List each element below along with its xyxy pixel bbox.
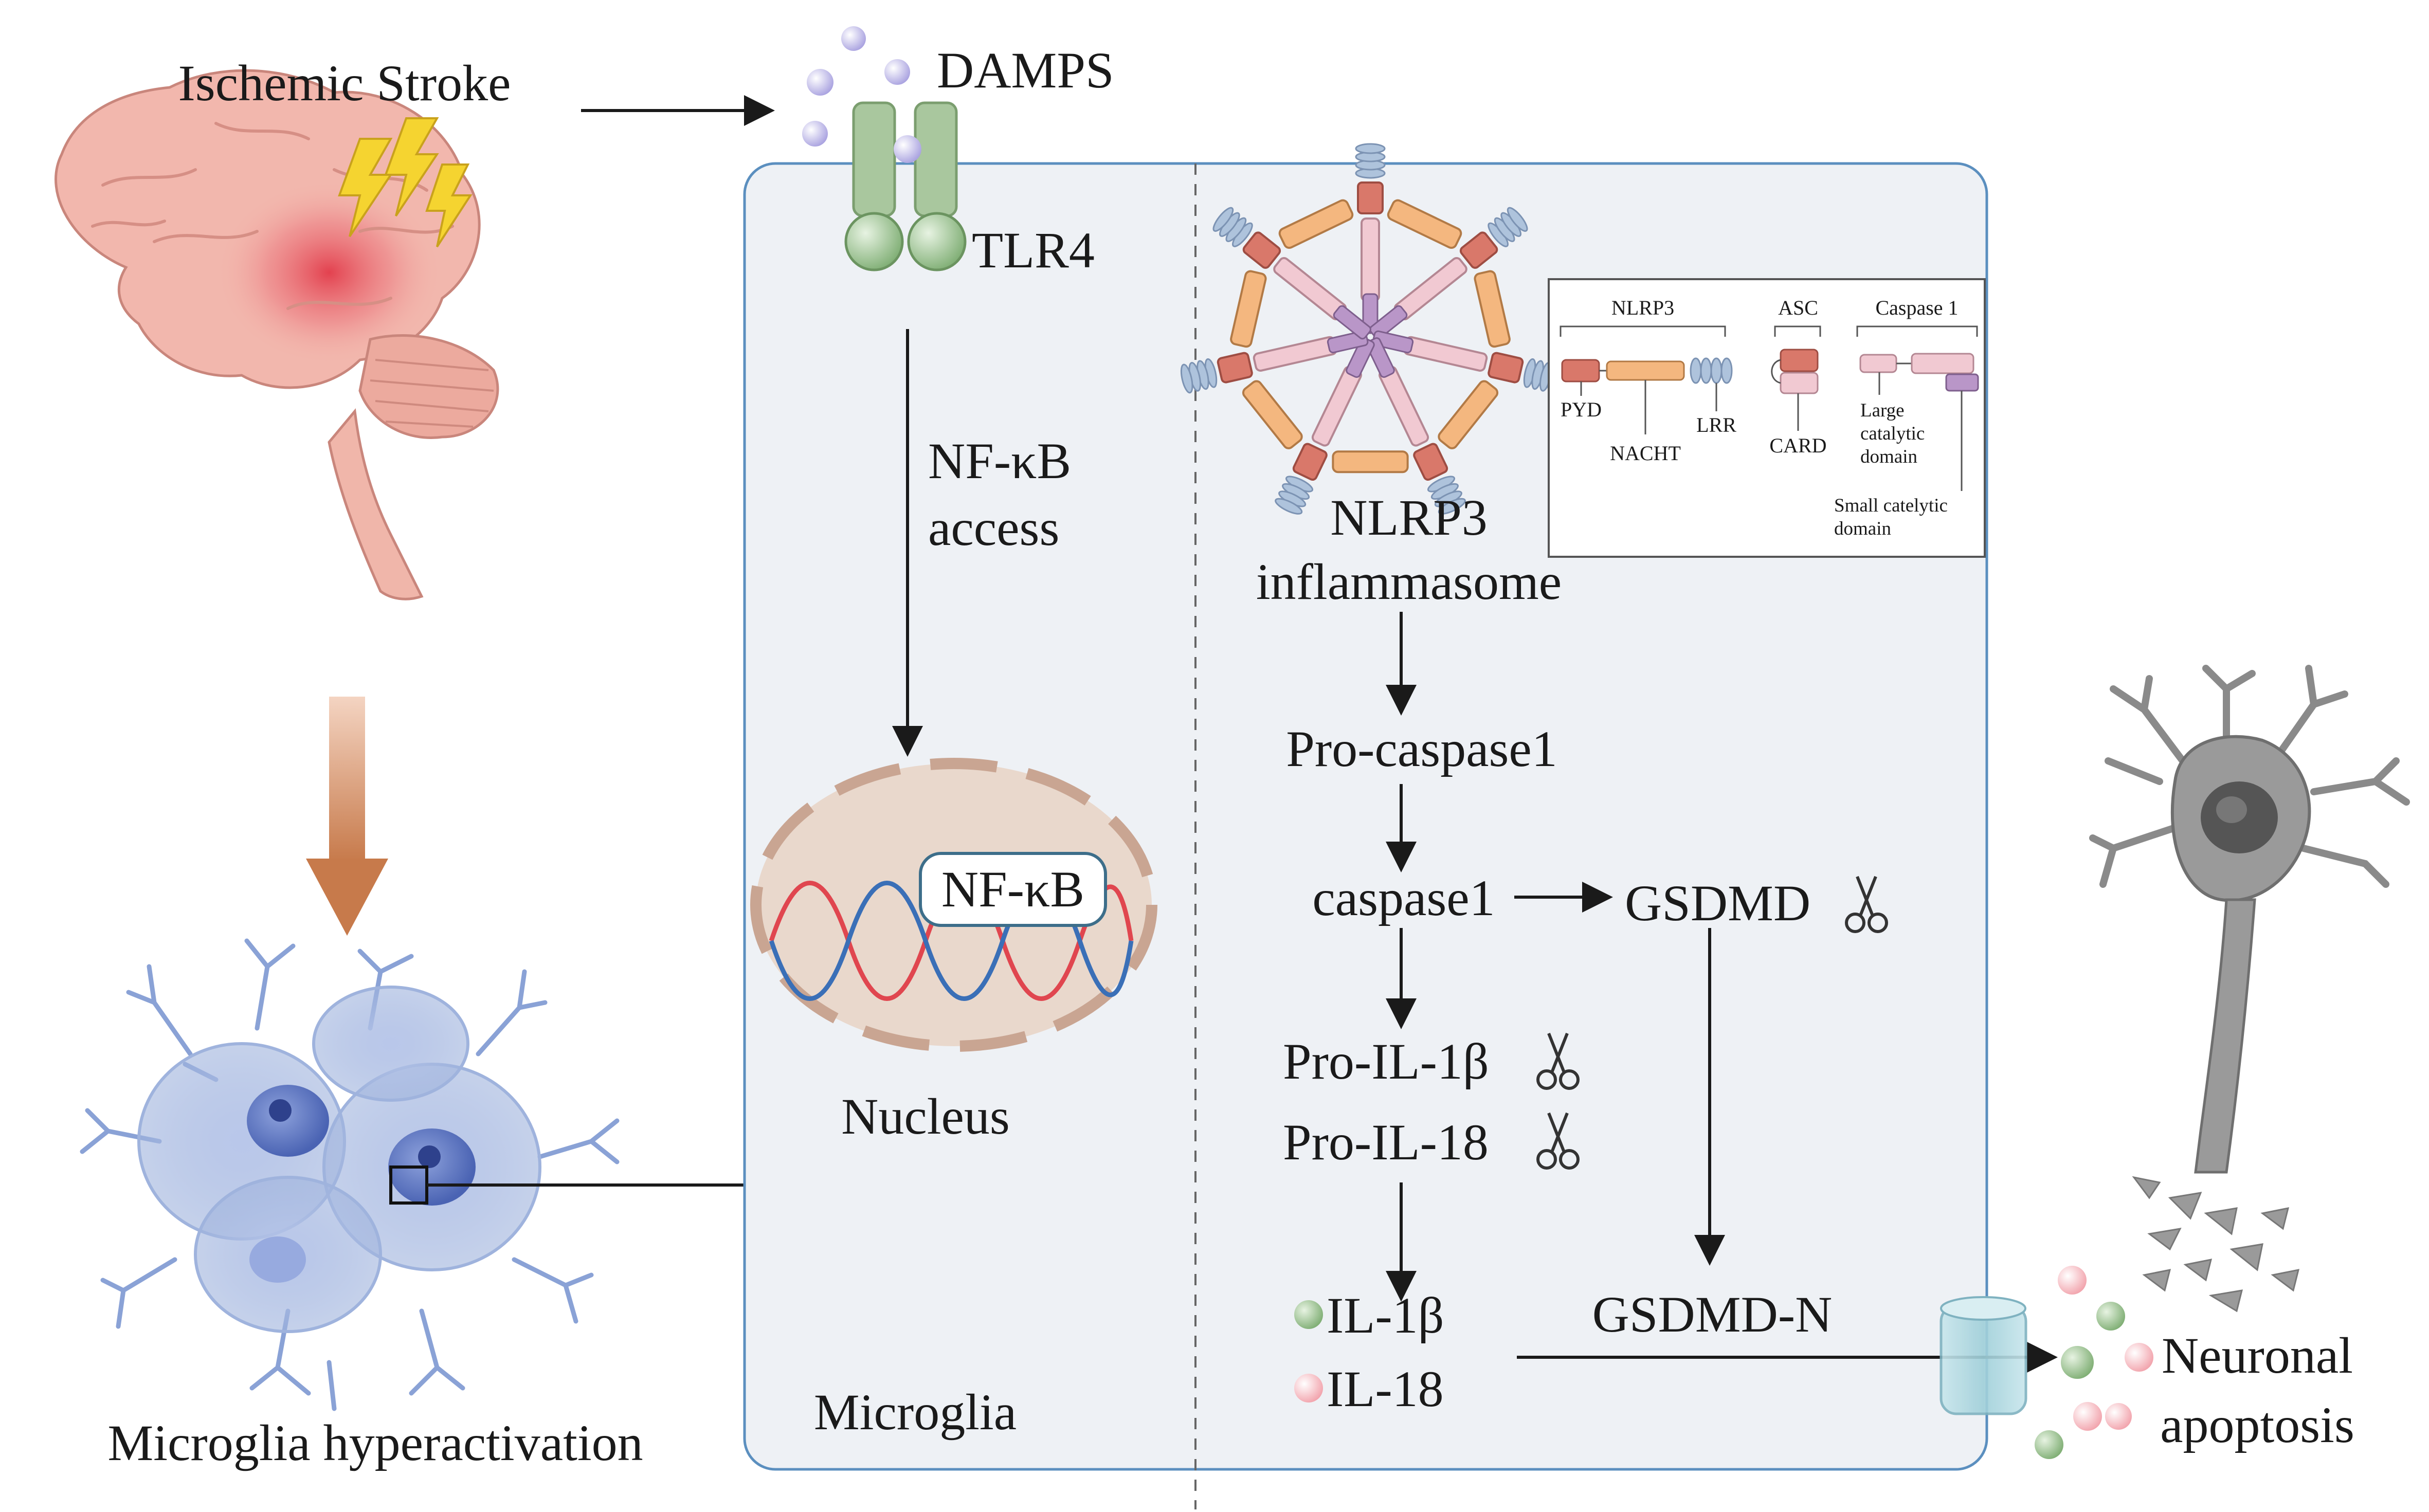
legend-nlrp3: NLRP3 [1611,296,1674,319]
label-gsdmd-n: GSDMD-N [1592,1286,1833,1343]
legend-card: CARD [1769,434,1826,457]
legend-lrr: LRR [1696,413,1736,436]
legend-large-2: catalytic [1860,423,1925,444]
label-microglia: Microglia [814,1383,1017,1441]
tlr4-receptor [844,101,967,271]
label-il1b: IL-1β [1327,1287,1444,1344]
legend-pyd: PYD [1561,398,1602,421]
il1b-dot [1294,1300,1323,1329]
label-microglia-hyperactivation: Microglia hyperactivation [107,1414,643,1471]
brain-illustration [55,69,499,600]
label-damps: DAMPS [937,42,1114,99]
label-neuronal: Neuronal [2162,1327,2353,1384]
domain-legend: NLRP3 PYD NACHT LRR ASC CARD Caspase 1 L… [1548,278,1986,558]
legend-large-1: Large [1860,400,1905,421]
label-apoptosis: apoptosis [2160,1396,2354,1453]
label-il18: IL-18 [1327,1360,1444,1417]
microglia-cells [137,986,541,1333]
label-nfkb-access-1: NF-κB [928,432,1071,489]
label-caspase1: caspase1 [1312,869,1495,926]
label-nfkb-access-2: access [928,499,1059,556]
label-pro-caspase1: Pro-caspase1 [1286,720,1557,777]
released-cytokines [2035,1266,2153,1459]
gsdmd-pore [1939,1296,2027,1415]
legend-small-1: Small catelytic [1834,495,1948,516]
inflammasome-illustration [1180,143,1561,515]
legend-large-3: domain [1860,446,1917,467]
il18-dot [1294,1374,1323,1402]
nucleus: NF-κB [750,758,1157,1052]
neuron-illustration [2089,665,2410,1313]
legend-asc: ASC [1778,296,1818,319]
label-gsdmd: GSDMD [1625,875,1810,932]
legend-small-2: domain [1834,518,1891,539]
arrow-brain-to-microglia [306,697,388,936]
label-tlr4: TLR4 [972,222,1095,279]
label-nucleus: Nucleus [841,1088,1010,1145]
label-ischemic-stroke: Ischemic Stroke [178,54,511,112]
legend-caspase1: Caspase 1 [1875,296,1958,319]
legend-nacht: NACHT [1610,442,1681,465]
label-pro-il18: Pro-IL-18 [1283,1114,1489,1171]
lightning-icon [338,117,473,248]
label-nlrp3: NLRP3 [1330,489,1488,546]
damps-particles [802,26,921,163]
label-nfkb-box: NF-κB [941,861,1084,918]
label-inflammasome: inflammasome [1256,553,1562,610]
label-pro-il1b: Pro-IL-1β [1283,1033,1489,1090]
